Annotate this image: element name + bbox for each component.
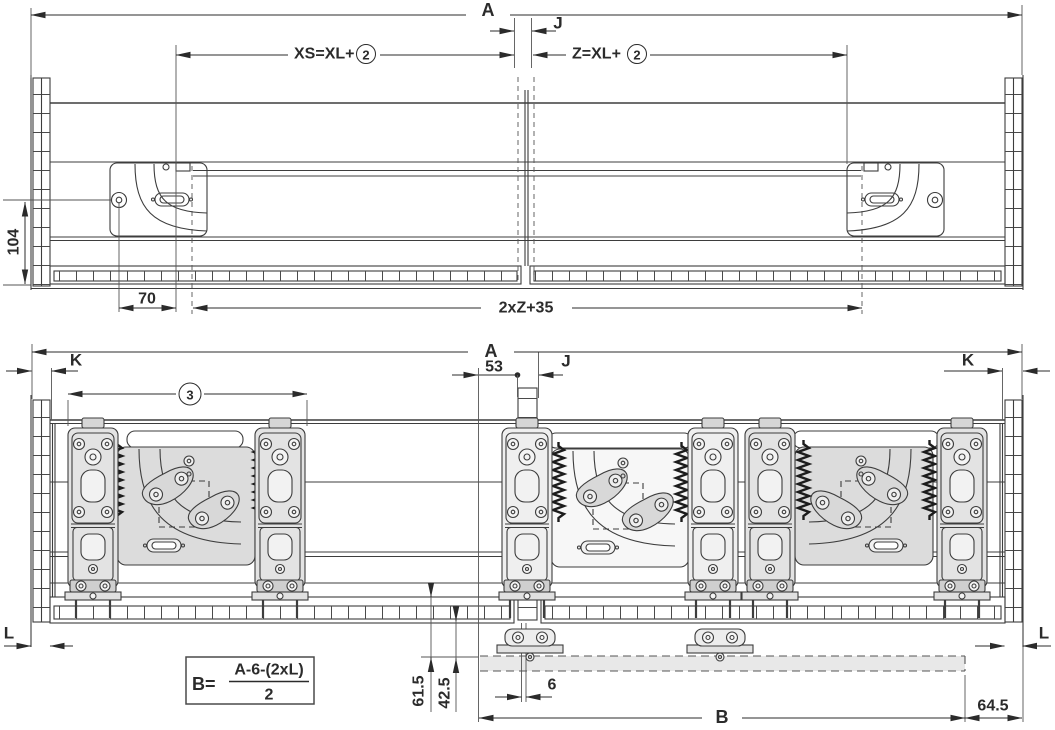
dim-6: 6: [495, 677, 557, 701]
dim-70: 70: [118, 291, 177, 312]
door-centre-joint: [514, 18, 535, 284]
dim-j-elev-label: J: [561, 352, 570, 371]
formula-denominator: 2: [265, 687, 274, 704]
dim-104: 104: [6, 201, 29, 285]
dim-a-plan: A: [30, 0, 1023, 20]
dim-b: B: [478, 707, 966, 727]
plan-view: A J XS=XL+ 2 Z=XL+ 2 104 70 2xZ+35: [3, 0, 1024, 317]
dim-l-left-label: L: [4, 624, 14, 643]
dim-j-elev: J: [538, 352, 571, 379]
dim-k-right: K: [944, 351, 1050, 375]
formula-box: B= A-6-(2xL) 2: [185, 656, 315, 705]
dim-61-5-label: 61.5: [411, 675, 428, 706]
dim-53: 53: [452, 359, 521, 397]
plan-rail-left: [49, 265, 522, 285]
dim-42-5: 42.5: [437, 606, 460, 712]
dim-z-label: Z=XL+: [572, 46, 621, 63]
dim-104-label: 104: [6, 229, 23, 256]
left-wall-section: [30, 75, 51, 290]
dim-k-left-label: K: [70, 351, 83, 370]
dim-61-5: 61.5: [411, 582, 435, 712]
bottom-rail-left: [49, 596, 515, 624]
dim-xs-label: XS=XL+: [294, 46, 354, 63]
dim-l-right-label: L: [1039, 624, 1049, 643]
dim-z-circled-label: 2: [633, 48, 640, 63]
dim-6-label: 6: [548, 677, 557, 694]
soft-close-bracket-right: [846, 162, 945, 315]
dim-53-label: 53: [485, 359, 503, 376]
carriage-assembly-right: [740, 416, 992, 620]
right-wall-elevation: [1004, 395, 1024, 647]
dim-64-5: 64.5: [964, 698, 1023, 722]
dim-k-right-label: K: [962, 351, 975, 370]
elevation-view: A K K 3 53 J L L: [4, 341, 1051, 727]
dim-k-left: K: [6, 351, 83, 375]
dim-xs-circled-label: 2: [362, 48, 369, 63]
dim-xs: XS=XL+ 2: [175, 44, 515, 64]
formula-numerator: A-6-(2xL): [234, 662, 303, 679]
dim-a-plan-label: A: [482, 0, 495, 20]
formula-lhs: B=: [192, 674, 216, 694]
circled-number-3: [178, 382, 202, 406]
carriage-assembly-centre: [497, 416, 743, 620]
dim-item3-label: 3: [186, 388, 193, 403]
dim-j-plan: J: [490, 14, 563, 35]
dim-a-elev: A: [31, 341, 1023, 361]
right-wall-section: [1004, 75, 1024, 290]
dim-70-label: 70: [138, 291, 156, 308]
dim-z: Z=XL+ 2: [532, 44, 848, 64]
dim-b-label: B: [716, 707, 729, 727]
plan-rail-right: [529, 265, 1006, 285]
dim-2xz35-label: 2xZ+35: [499, 300, 554, 317]
dim-42-5-label: 42.5: [437, 677, 454, 708]
dim-j-plan-label: J: [553, 14, 562, 33]
dim-item3: 3: [67, 382, 308, 406]
floor-rail-strip: [480, 655, 966, 672]
circled-number-2: [356, 44, 376, 64]
dim-a-elev-label: A: [485, 341, 498, 361]
dim-2xz35: 2xZ+35: [192, 300, 863, 317]
circled-number-2b: [627, 44, 647, 64]
left-wall-elevation: [30, 395, 51, 647]
bottom-rail-right: [540, 596, 1006, 624]
carriage-assembly-left: [63, 416, 310, 620]
dim-l-right: L: [975, 624, 1051, 650]
dim-64-5-label: 64.5: [977, 698, 1008, 715]
soft-close-bracket-left: [109, 162, 208, 315]
dim-l-left: L: [4, 624, 73, 650]
